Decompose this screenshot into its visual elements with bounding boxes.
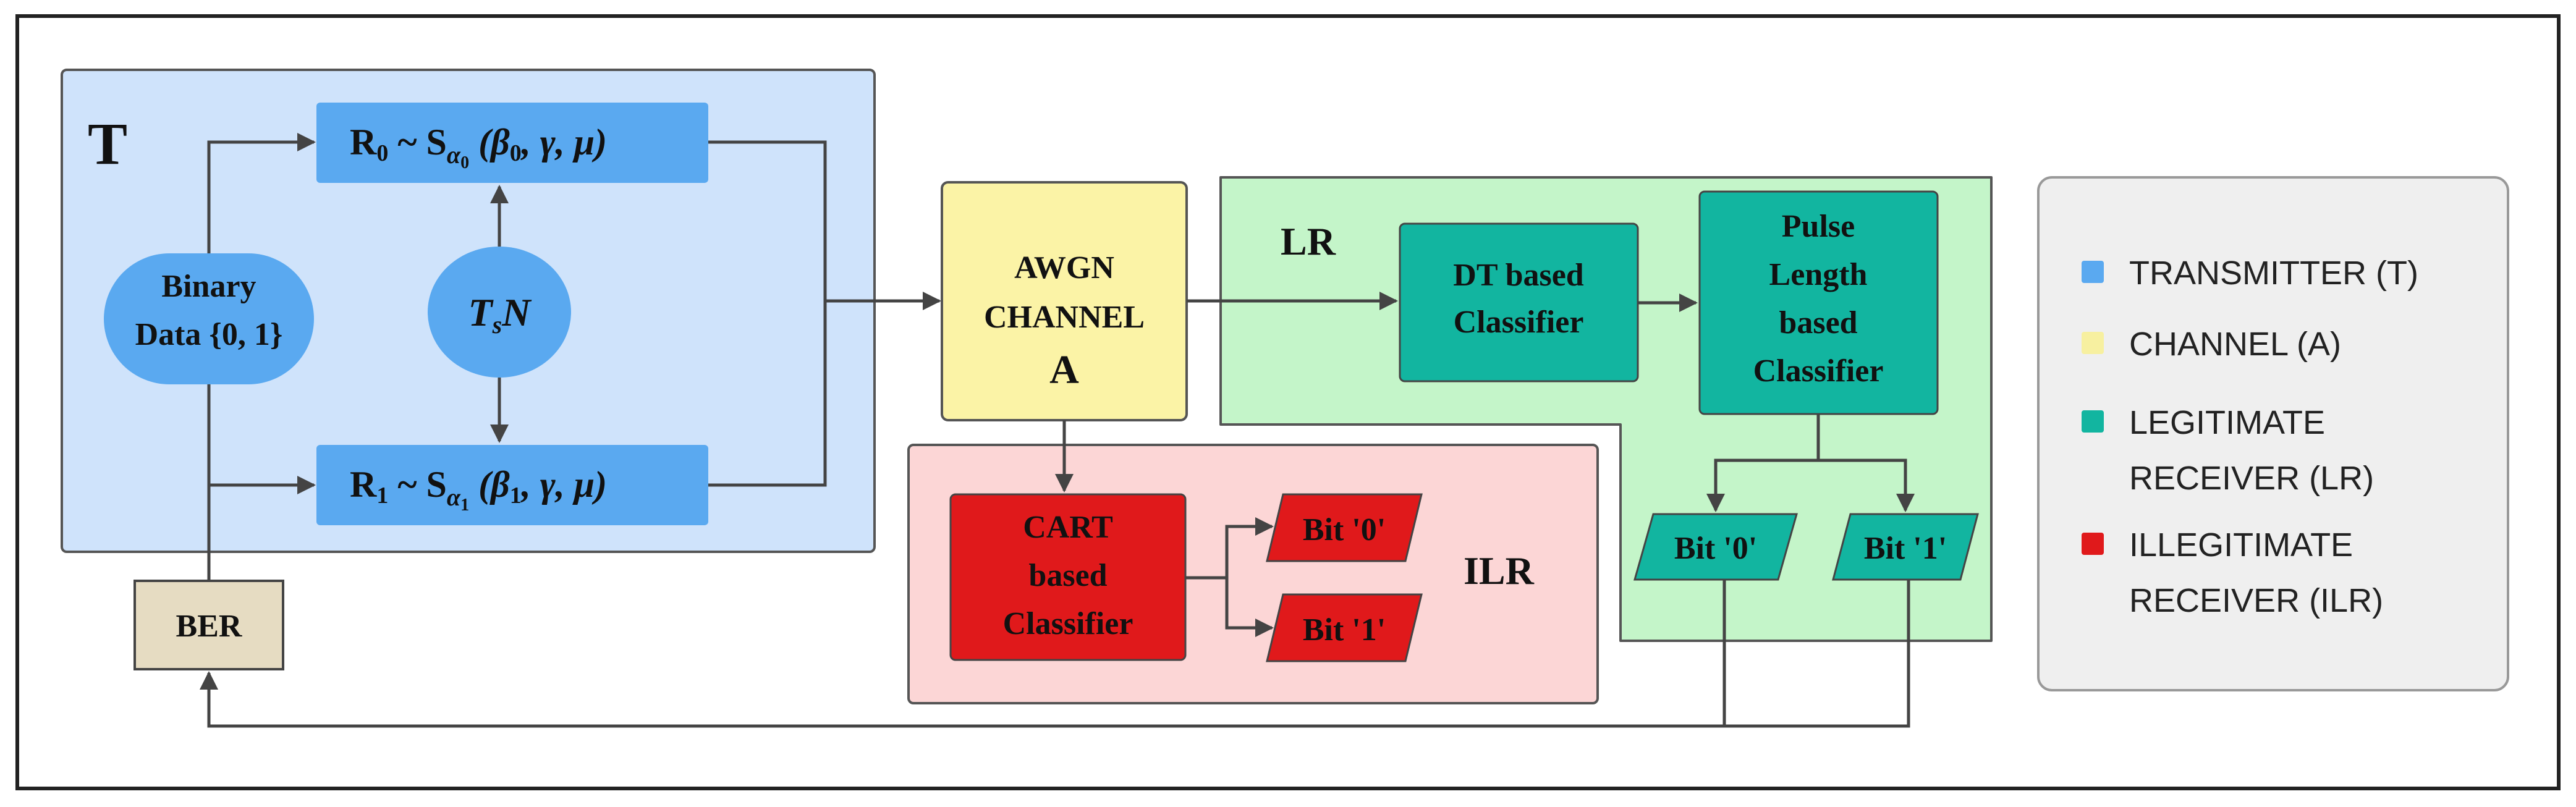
tsn-node: TsN [428,247,571,378]
legend-label-1-0: CHANNEL (A) [2129,326,2341,363]
legend-label-0-0: TRANSMITTER (T) [2129,255,2418,292]
svg-text:Bit '1': Bit '1' [1303,612,1386,648]
r1-block: R1 ~ Sα1 (β1, γ, μ) [316,445,708,525]
svg-text:Pulse: Pulse [1782,209,1855,244]
legend: TRANSMITTER (T) CHANNEL (A) LEGITIMATE RECE… [2037,176,2509,691]
svg-text:Classifier: Classifier [1003,606,1133,641]
legend-label-2-1: RECEIVER (LR) [2129,460,2374,497]
svg-text:BER: BER [176,609,243,644]
lr-bit0-output: Bit '0' [1633,513,1798,581]
svg-text:based: based [1028,558,1107,593]
svg-text:based: based [1779,305,1857,340]
legend-swatch-0 [2082,261,2104,283]
svg-text:Bit '0': Bit '0' [1674,531,1757,566]
legend-label-3-1: RECEIVER (ILR) [2129,582,2383,619]
ilr-label: ILR [1464,549,1535,593]
svg-text:Binary: Binary [161,269,256,304]
legend-swatch-2 [2082,410,2104,433]
svg-text:Classifier: Classifier [1753,353,1884,389]
cart-classifier-block: CART based Classifier [949,493,1187,661]
legend-label-2-0: LEGITIMATE [2129,404,2325,441]
svg-text:CART: CART [1023,510,1113,545]
svg-text:Classifier: Classifier [1454,305,1584,340]
lr-wires [1187,292,1915,512]
transmitter-label: T [88,111,127,177]
legend-swatch-1 [2082,332,2104,354]
awgn-channel-block: AWGN CHANNEL A [941,181,1188,421]
r0-block: R0 ~ Sα0 (β0, γ, μ) [316,103,708,183]
legend-swatch-3 [2082,533,2104,555]
svg-text:Length: Length [1769,257,1868,292]
feedback-wires [200,384,1910,728]
svg-text:Data {0, 1}: Data {0, 1} [135,317,283,352]
svg-text:Bit '0': Bit '0' [1303,512,1386,547]
svg-text:R0 ~ Sα0 (β0, γ, μ): R0 ~ Sα0 (β0, γ, μ) [350,122,607,172]
binary-data-node: Binary Data {0, 1} [104,253,314,384]
svg-text:R1 ~ Sα1 (β1, γ, μ): R1 ~ Sα1 (β1, γ, μ) [350,464,607,515]
dt-classifier-block: DT based Classifier [1399,222,1639,382]
svg-text:CHANNEL: CHANNEL [984,300,1145,335]
ilr-wires [1055,420,1274,637]
svg-text:Bit '1': Bit '1' [1864,531,1947,566]
pulse-length-classifier-block: Pulse Length based Classifier [1698,190,1939,415]
svg-text:A: A [1049,347,1079,392]
svg-text:TsN: TsN [468,290,533,339]
ilr-bit0-output: Bit '0' [1266,493,1423,562]
ber-block: BER [133,580,284,670]
lr-bit1-output: Bit '1' [1832,513,1979,581]
lr-label: LR [1281,219,1336,263]
svg-text:DT based: DT based [1453,258,1584,293]
svg-text:AWGN: AWGN [1014,250,1114,285]
legend-label-3-0: ILLEGITIMATE [2129,526,2353,564]
ilr-bit1-output: Bit '1' [1266,593,1423,662]
